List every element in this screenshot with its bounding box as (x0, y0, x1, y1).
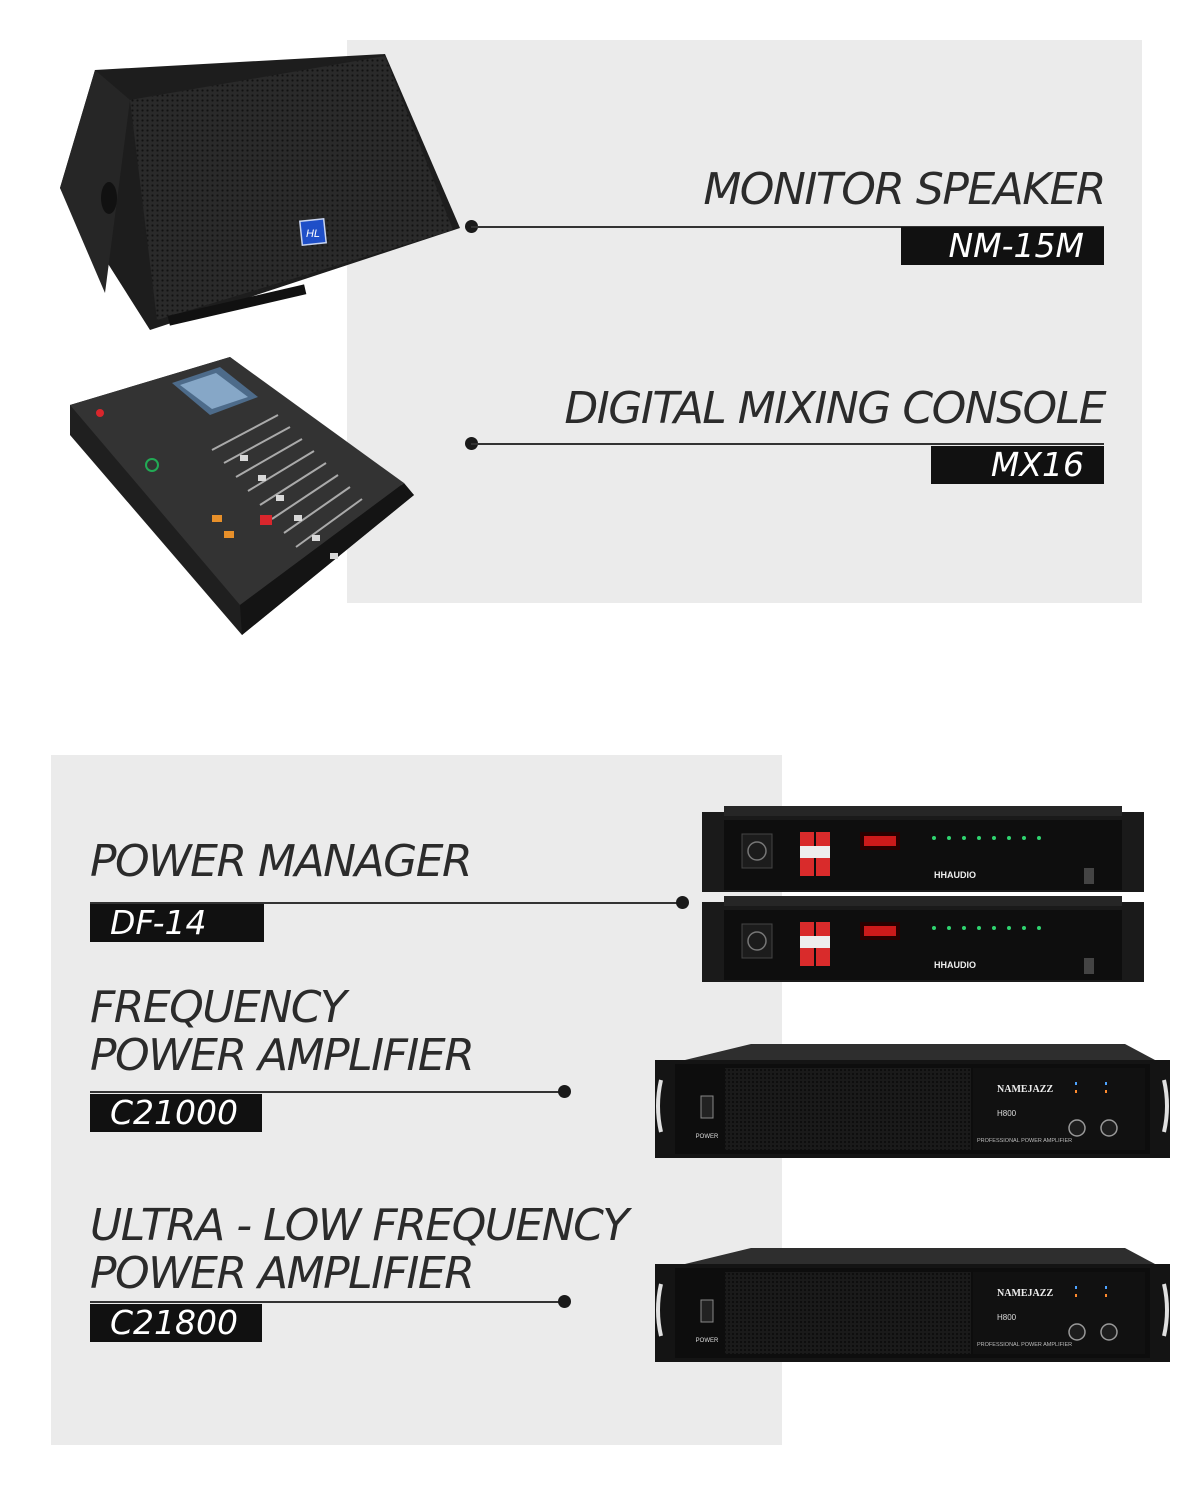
power-manager-dot (676, 896, 689, 909)
monitor-speaker-title: MONITOR SPEAKER (703, 164, 1106, 215)
ultra-low-amplifier-title: ULTRA - LOW FREQUENCY POWER AMPLIFIER (90, 1200, 629, 1299)
ultra-low-amplifier-power-label: POWER (696, 1338, 719, 1344)
mixing-console-model-tag: MX16 (931, 446, 1104, 484)
ultra-low-amplifier-image: POWER NAMEJAZZ H800 PROFESSIONAL POWER A… (655, 1248, 1170, 1364)
frequency-amplifier-model-tag: C21000 (90, 1094, 262, 1132)
mixing-console-image (62, 355, 422, 640)
power-manager-model-tag: DF-14 (90, 904, 264, 942)
monitor-speaker-leader (471, 226, 1104, 228)
frequency-amplifier-title: FREQUENCY POWER AMPLIFIER (90, 982, 475, 1081)
frequency-amplifier-image: POWER NAMEJAZZ H800 PROFESSIONAL POWER A… (655, 1044, 1170, 1160)
mixing-console-title: DIGITAL MIXING CONSOLE (564, 383, 1106, 434)
ultra-low-amplifier-model-label: H800 (997, 1313, 1017, 1322)
frequency-amplifier-brand: NAMEJAZZ (997, 1084, 1053, 1095)
top-background-panel (347, 40, 1142, 603)
ultra-low-amplifier-caption: PROFESSIONAL POWER AMPLIFIER (977, 1342, 1072, 1348)
ultra-low-amplifier-brand: NAMEJAZZ (997, 1288, 1053, 1299)
power-manager-title: POWER MANAGER (90, 836, 473, 887)
frequency-amplifier-leader (90, 1091, 564, 1093)
monitor-speaker-image: HL (55, 48, 465, 333)
power-manager-brand-1: HHAUDIO (934, 870, 976, 880)
ultra-low-amplifier-dot (558, 1295, 571, 1308)
mixing-console-leader (471, 443, 1104, 445)
frequency-amplifier-dot (558, 1085, 571, 1098)
ultra-low-amplifier-leader (90, 1301, 564, 1303)
power-manager-image: HHAUDIO HHAUDIO (702, 806, 1144, 984)
ultra-low-amplifier-model-tag: C21800 (90, 1304, 262, 1342)
frequency-amplifier-power-label: POWER (696, 1134, 719, 1140)
speaker-logo: HL (306, 228, 320, 240)
frequency-amplifier-caption: PROFESSIONAL POWER AMPLIFIER (977, 1138, 1072, 1144)
frequency-amplifier-model-label: H800 (997, 1109, 1017, 1118)
power-manager-leader (90, 902, 682, 904)
power-manager-brand-2: HHAUDIO (934, 960, 976, 970)
monitor-speaker-model-tag: NM-15M (901, 227, 1104, 265)
